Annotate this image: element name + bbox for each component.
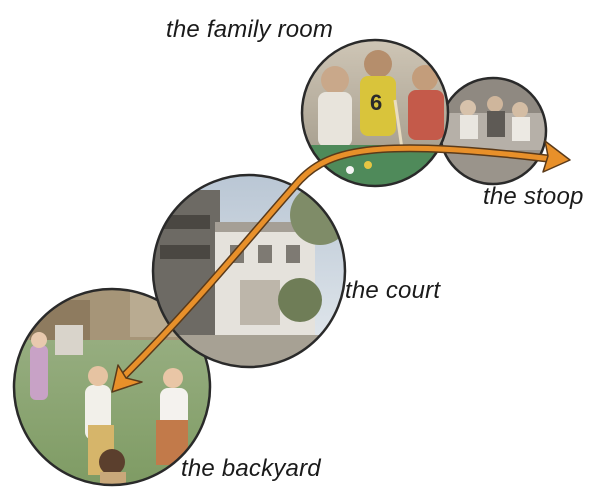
arrowhead-right [542,140,571,173]
label-backyard: the backyard [181,455,321,482]
svg-text:6: 6 [370,90,382,115]
label-court: the court [345,277,441,304]
arrowhead-left [111,364,143,393]
label-family-room: the family room [166,16,334,43]
path-arrow [111,140,571,393]
stoop-photo [438,76,548,186]
label-stoop: the stoop [483,183,584,210]
